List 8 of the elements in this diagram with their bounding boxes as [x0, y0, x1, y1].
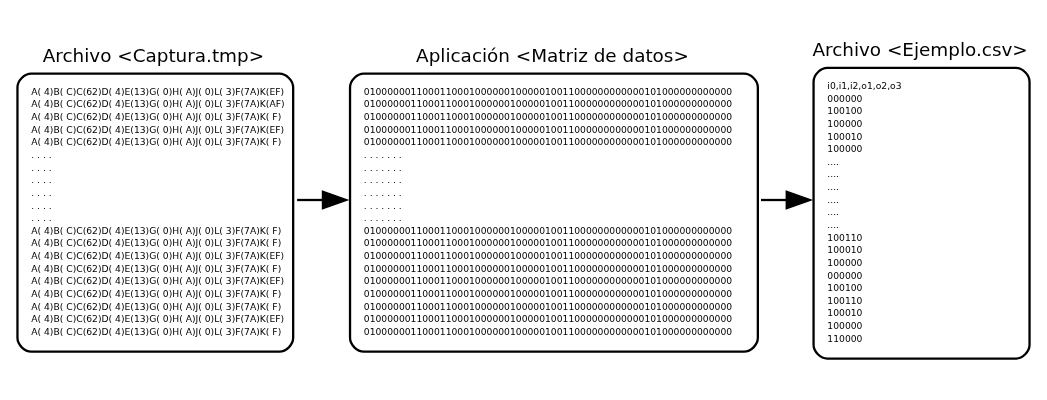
arrow [297, 190, 350, 210]
node-label: Aplicación <Matriz de datos> [416, 44, 689, 66]
node-box: i0,i1,i2,o1,o2,o3 000000 100100 100000 100010 100000 .... .... .... .... .... .... 100110 100010 100000 000000 100100 100110 100010 100000 110000 [812, 66, 1031, 360]
node-label: Archivo <Ejemplo.csv> [812, 39, 1028, 61]
node-box: A( 4)B( C)C(62)D( 4)E(13)G( 0)H( A)J( 0)L( 3)F(7A)K(EF) A( 4)B( C)C(62)D( 4)E(13)G( 0)H( A)J( 0)L( 3)F(7A)K(AF) A( 4)B( C)C(62)D( 4)E(13)G( 0)H( A)J( 0)L( 3)F(7A)K( F) A( 4)B( C)C(62)D( 4)E(13)G( 0)H( A)J( 0)L( 3)F(7A)K(EF) A( 4)B( C)C(62)D( 4)E(13)G( 0)H( A)J( 0)L( 3)F(7A)K( F) . . . . . . . . . . . . . . . . . . . . . . . . A( 4)B( C)C(62)D( 4)E(13)G( 0)H( A)J( 0)L( 3)F(7A)K( F) A( 4)B( C)C(62)D( 4)E(13)G( 0)H( A)J( 0)L( 3)F(7A)K( F) A( 4)B( C)C(62)D( 4)E(13)G( 0)H( A)J( 0)L( 3)F(7A)K(EF) A( 4)B( C)C(62)D( 4)E(13)G( 0)H( A)J( 0)L( 3)F(7A)K( F) A( 4)B( C)C(62)D( 4)E(13)G( 0)H( A)J( 0)L( 3)F(7A)K(EF) A( 4)B( C)C(62)D( 4)E(13)G( 0)H( A)J( 0)L( 3)F(7A)K( F) A( 4)B( C)C(62)D( 4)E(13)G( 0)H( A)J( 0)L( 3)F(7A)K( F) A( 4)B( C)C(62)D( 4)E(13)G( 0)H( A)J( 0)L( 3)F(7A)K(EF) A( 4)B( C)C(62)D( 4)E(13)G( 0)H( A)J( 0)L( 3)F(7A)K( F) [16, 72, 295, 353]
node-label: Archivo <Captura.tmp> [42, 44, 265, 66]
arrow [761, 190, 814, 210]
node-box: 010000001100011000100000010000010011000000000000101000000000000 010000001100011000100000010000010011000000000000101000000000000 010000001100011000100000010000010011000000000000101000000000000 010000001100011000100000010000010011000000000000101000000000000 010000001100011000100000010000010011000000000000101000000000000 . . . . . . . . . . . . . . . . . . . . . . . . . . . . . . . . . . . . . . . . . . 010000001100011000100000010000010011000000000000101000000000000 010000001100011000100000010000010011000000000000101000000000000 010000001100011000100000010000010011000000000000101000000000000 010000001100011000100000010000010011000000000000101000000000000 010000001100011000100000010000010011000000000000101000000000000 010000001100011000100000010000010011000000000000101000000000000 010000001100011000100000010000010011000000000000101000000000000 010000001100011000100000010000010011000000000000101000000000000 010000001100011000100000010000010011000000000000101000000000000 [348, 72, 759, 353]
